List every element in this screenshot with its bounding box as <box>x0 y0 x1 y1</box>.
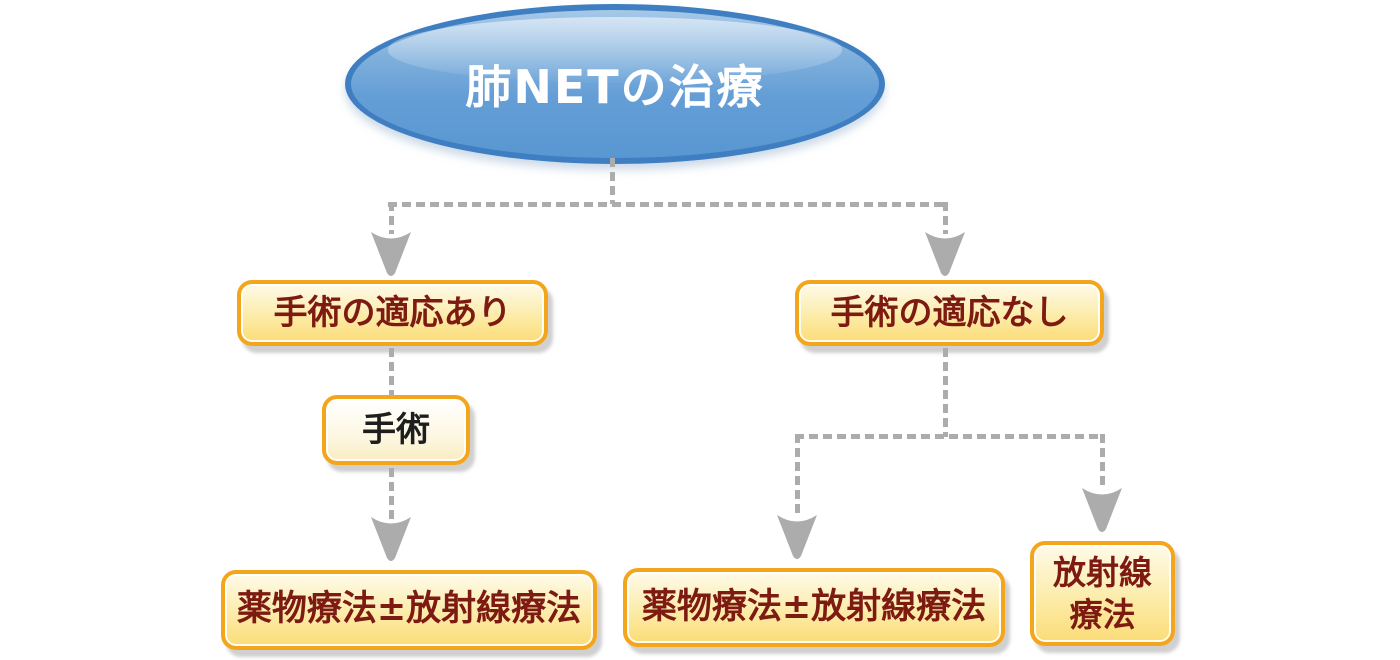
node-surgery-indicated: 手術の適応あり <box>237 280 548 346</box>
node-label: 手術の適応なし <box>830 292 1069 333</box>
node-label-line1: 放射線 <box>1053 553 1152 593</box>
node-root: 肺NETの治療 <box>345 4 885 164</box>
node-label-line2: 療法 <box>1069 594 1136 634</box>
connector-no-surgery-stem <box>943 348 948 437</box>
connector-root-split <box>388 202 948 207</box>
connector-to-radiation-therapy <box>1100 434 1105 490</box>
node-label: 薬物療法±放射線療法 <box>641 586 987 627</box>
node-radiation-therapy: 放射線 療法 <box>1030 541 1175 646</box>
node-label: 肺NETの治療 <box>465 60 765 114</box>
arrow-down-icon <box>369 516 413 564</box>
connector-root-stem <box>610 158 615 204</box>
connector-to-surgery-indicated <box>389 202 394 234</box>
connector-to-surgery <box>389 348 394 396</box>
connector-to-drug-therapy-left <box>389 468 394 520</box>
node-label: 手術 <box>362 409 430 450</box>
connector-to-drug-therapy-right <box>795 434 800 516</box>
node-drug-therapy-left: 薬物療法±放射線療法 <box>221 570 597 650</box>
connector-to-surgery-not-indicated <box>943 202 948 234</box>
connector-no-surgery-split <box>795 434 1105 439</box>
arrow-down-icon <box>775 514 819 562</box>
node-drug-therapy-right: 薬物療法±放射線療法 <box>623 568 1005 647</box>
node-label: 手術の適応あり <box>273 292 512 333</box>
node-surgery-not-indicated: 手術の適応なし <box>795 280 1104 346</box>
arrow-down-icon <box>923 231 967 279</box>
arrow-down-icon <box>369 231 413 279</box>
node-label: 薬物療法±放射線療法 <box>236 589 582 630</box>
arrow-down-icon <box>1080 487 1124 535</box>
node-surgery: 手術 <box>322 395 470 465</box>
